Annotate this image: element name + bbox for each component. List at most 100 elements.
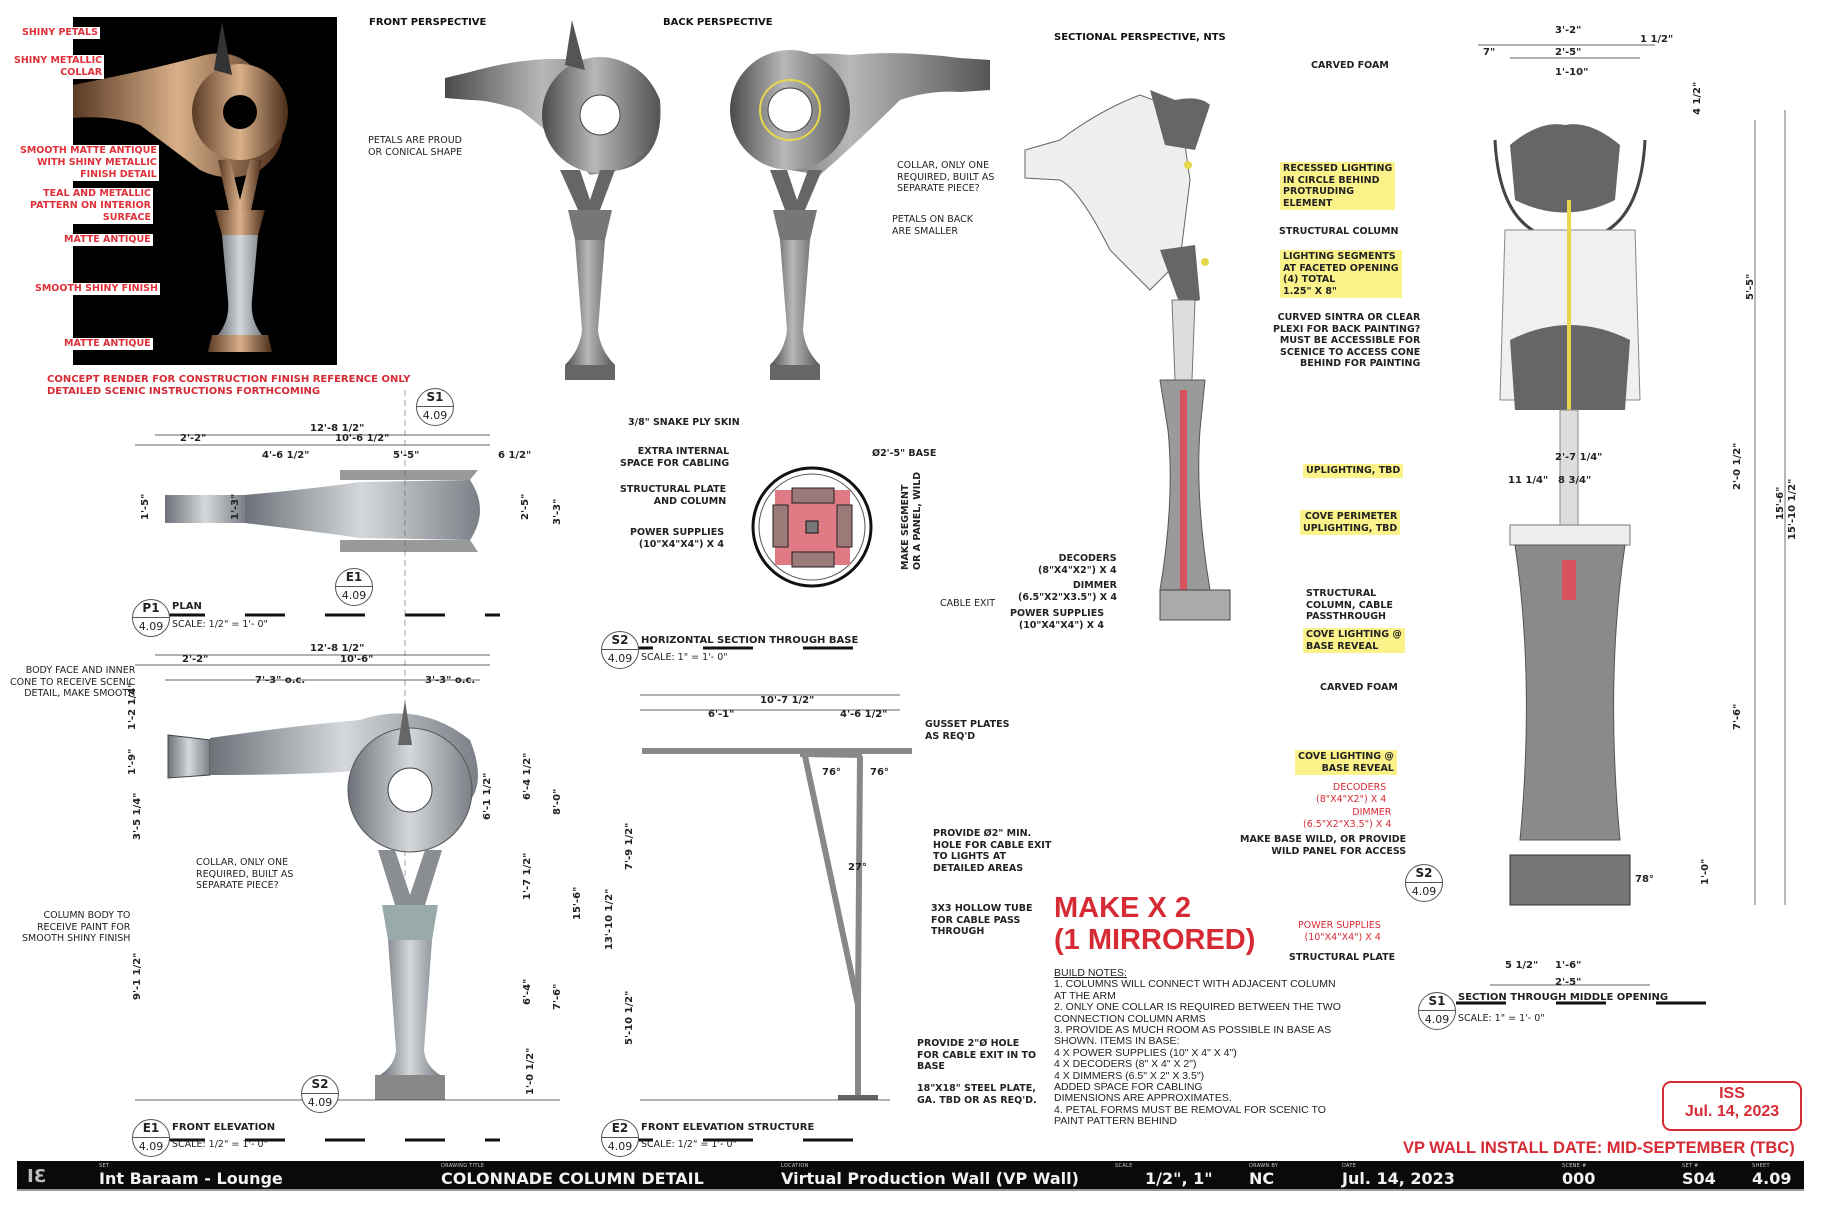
- svg-text:76°: 76°: [870, 767, 889, 778]
- svg-text:3'-3" o.c.: 3'-3" o.c.: [425, 675, 475, 686]
- tag-number: S2: [302, 1076, 338, 1094]
- svg-text:2'-5": 2'-5": [520, 494, 531, 520]
- svg-text:12'-8 1/2": 12'-8 1/2": [310, 643, 364, 654]
- scale-caption: SCALE: [1115, 1163, 1133, 1169]
- callout-matte-antique: MATTE ANTIQUE: [62, 234, 153, 246]
- date: Jul. 14, 2023: [1342, 1169, 1455, 1188]
- s2-snake-ply: 3/8" SNAKE PLY SKIN: [628, 417, 740, 428]
- callout-smooth-shiny: SMOOTH SHINY FINISH: [33, 283, 160, 295]
- tag-sheet: 4.09: [422, 409, 448, 422]
- svg-text:2'-2": 2'-2": [182, 654, 208, 665]
- e1-title: FRONT ELEVATION: [172, 1122, 276, 1133]
- label-curved-sintra: CURVED SINTRA OR CLEAR PLEXI FOR BACK PA…: [1273, 312, 1421, 369]
- note-line: AT THE ARM: [1054, 989, 1116, 1002]
- plan-title: PLAN: [172, 601, 202, 612]
- note-line: SHOWN. ITEMS IN BASE:: [1054, 1035, 1180, 1048]
- tag-number: S1: [417, 389, 453, 407]
- s1-cove-lighting: COVE LIGHTING @ BASE REVEAL: [1295, 750, 1397, 775]
- install-date-note: VP WALL INSTALL DATE: MID-SEPTEMBER (TBC…: [1403, 1139, 1795, 1157]
- s2-extra-space: EXTRA INTERNAL SPACE FOR CABLING: [620, 446, 730, 469]
- svg-text:2'-5": 2'-5": [1555, 977, 1581, 988]
- svg-text:3'-5 1/4": 3'-5 1/4": [132, 793, 143, 840]
- svg-text:1'-2 1/4": 1'-2 1/4": [127, 683, 138, 730]
- tag-number: E1: [336, 569, 372, 587]
- label-carved-foam: CARVED FOAM: [1311, 60, 1389, 71]
- e2-title: FRONT ELEVATION STRUCTURE: [641, 1122, 815, 1133]
- s2-title: HORIZONTAL SECTION THROUGH BASE: [641, 635, 859, 646]
- svg-text:8 3/4": 8 3/4": [1558, 475, 1591, 486]
- e2-steel-plate: 18"X18" STEEL PLATE, GA. TBD OR AS REQ'D…: [917, 1083, 1037, 1106]
- note-line: PAINT PATTERN BEHIND: [1054, 1115, 1177, 1128]
- front-elevation-drawing: 12'-8 1/2" 2'-2" 10'-6" 7'-3" o.c. 3'-3"…: [127, 643, 583, 1142]
- tag-sheet: 4.09: [138, 1140, 164, 1153]
- svg-text:7'-9 1/2": 7'-9 1/2": [624, 823, 635, 870]
- s1-make-base-wild: MAKE BASE WILD, OR PROVIDE WILD PANEL FO…: [1240, 834, 1407, 857]
- e2-hole-base: PROVIDE 2"Ø HOLE FOR CABLE EXIT IN TO BA…: [917, 1038, 1037, 1072]
- svg-text:1'-0": 1'-0": [1700, 859, 1711, 885]
- s1-power-supplies: POWER SUPPLIES (10"X4"X4") X 4: [1298, 920, 1381, 943]
- svg-text:1'-0 1/2": 1'-0 1/2": [525, 1048, 536, 1095]
- front-perspective-title: FRONT PERSPECTIVE: [369, 17, 487, 28]
- tag-sheet: 4.09: [1424, 1013, 1450, 1026]
- location: Virtual Production Wall (VP Wall): [781, 1169, 1079, 1188]
- note-line: 4 X POWER SUPPLIES (10" X 4" X 4"): [1054, 1046, 1237, 1059]
- svg-text:6'-1 1/2": 6'-1 1/2": [482, 773, 493, 820]
- plan-scale: SCALE: 1/2" = 1'- 0": [172, 619, 268, 630]
- scale: 1/2", 1": [1145, 1169, 1213, 1188]
- e2-hole-min: PROVIDE Ø2" MIN. HOLE FOR CABLE EXIT TO …: [933, 828, 1052, 874]
- callout-shiny-petals: SHINY PETALS: [20, 27, 100, 39]
- s2-base-diameter: Ø2'-5" BASE: [872, 448, 937, 459]
- drawn-by-caption: DRAWN BY: [1249, 1163, 1279, 1169]
- svg-text:12'-8 1/2": 12'-8 1/2": [310, 423, 364, 434]
- svg-text:7": 7": [1483, 47, 1495, 58]
- sheet-number: 4.09: [1752, 1169, 1792, 1188]
- horizontal-section-drawing: [603, 466, 893, 650]
- drawing-title: COLONNADE COLUMN DETAIL: [441, 1169, 704, 1188]
- caption-line: DETAILED SCENIC INSTRUCTIONS FORTHCOMING: [47, 385, 321, 397]
- svg-text:10'-6 1/2": 10'-6 1/2": [335, 433, 389, 444]
- s1-decoders: DECODERS (8"X4"X2") X 4: [1316, 782, 1387, 805]
- svg-text:3'-3": 3'-3": [552, 499, 563, 525]
- svg-text:15'-10 1/2": 15'-10 1/2": [1787, 479, 1798, 540]
- svg-text:15'-6": 15'-6": [1775, 487, 1786, 520]
- callout-metallic-collar: SHINY METALLIC COLLAR: [12, 55, 105, 79]
- svg-text:5'-5": 5'-5": [393, 450, 419, 461]
- sheet-caption: SHEET: [1752, 1163, 1770, 1169]
- plan-drawing: 12'-8 1/2" 2'-2" 10'-6 1/2" 4'-6 1/2" 5'…: [135, 390, 563, 1080]
- svg-text:2'-7 1/4": 2'-7 1/4": [1555, 452, 1602, 463]
- front-perspective-drawing: [445, 20, 661, 380]
- tag-sheet: 4.09: [607, 652, 633, 665]
- s2-tag: S2 4.09: [601, 631, 639, 669]
- svg-text:76°: 76°: [822, 767, 841, 778]
- note-line: 4 X DECODERS (8" X 4" X 2"): [1054, 1058, 1197, 1071]
- note-line: CONNECTION COLUMN ARMS: [1054, 1012, 1206, 1025]
- svg-text:1'-3": 1'-3": [230, 494, 241, 520]
- label-lighting-segments: LIGHTING SEGMENTS AT FACETED OPENING (4)…: [1280, 250, 1402, 298]
- svg-text:6 1/2": 6 1/2": [498, 450, 531, 461]
- tag-sheet: 4.09: [138, 620, 164, 633]
- e2-hollow-tube: 3X3 HOLLOW TUBE FOR CABLE PASS THROUGH: [931, 903, 1033, 937]
- svg-text:1'-5": 1'-5": [140, 494, 151, 520]
- tag-number: P1: [133, 600, 169, 618]
- s2-make-segment: MAKE SEGMENT OR A PANEL, WILD: [900, 471, 923, 570]
- plan-s1-callout[interactable]: S1 4.09: [416, 388, 454, 426]
- concept-render: [73, 17, 337, 365]
- e1-scale: SCALE: 1/2" = 1'- 0": [172, 1139, 268, 1150]
- tag-number: S1: [1419, 993, 1455, 1011]
- back-perspective-drawing: [730, 50, 990, 380]
- s1-section-tag[interactable]: S1 4.09: [1418, 992, 1456, 1030]
- label-decoders: DECODERS (8"X4"X2") X 4: [1038, 553, 1117, 576]
- s1-scale: SCALE: 1" = 1'- 0": [1458, 1013, 1545, 1024]
- s2-scale: SCALE: 1" = 1'- 0": [641, 652, 728, 663]
- svg-text:10'-7 1/2": 10'-7 1/2": [760, 695, 814, 706]
- svg-text:5'-10 1/2": 5'-10 1/2": [624, 991, 635, 1045]
- tag-number: S2: [602, 632, 638, 650]
- svg-text:8'-0": 8'-0": [552, 789, 563, 815]
- svg-text:7'-3" o.c.: 7'-3" o.c.: [255, 675, 305, 686]
- scene-number: 000: [1562, 1169, 1596, 1188]
- svg-text:15'-6": 15'-6": [572, 887, 583, 920]
